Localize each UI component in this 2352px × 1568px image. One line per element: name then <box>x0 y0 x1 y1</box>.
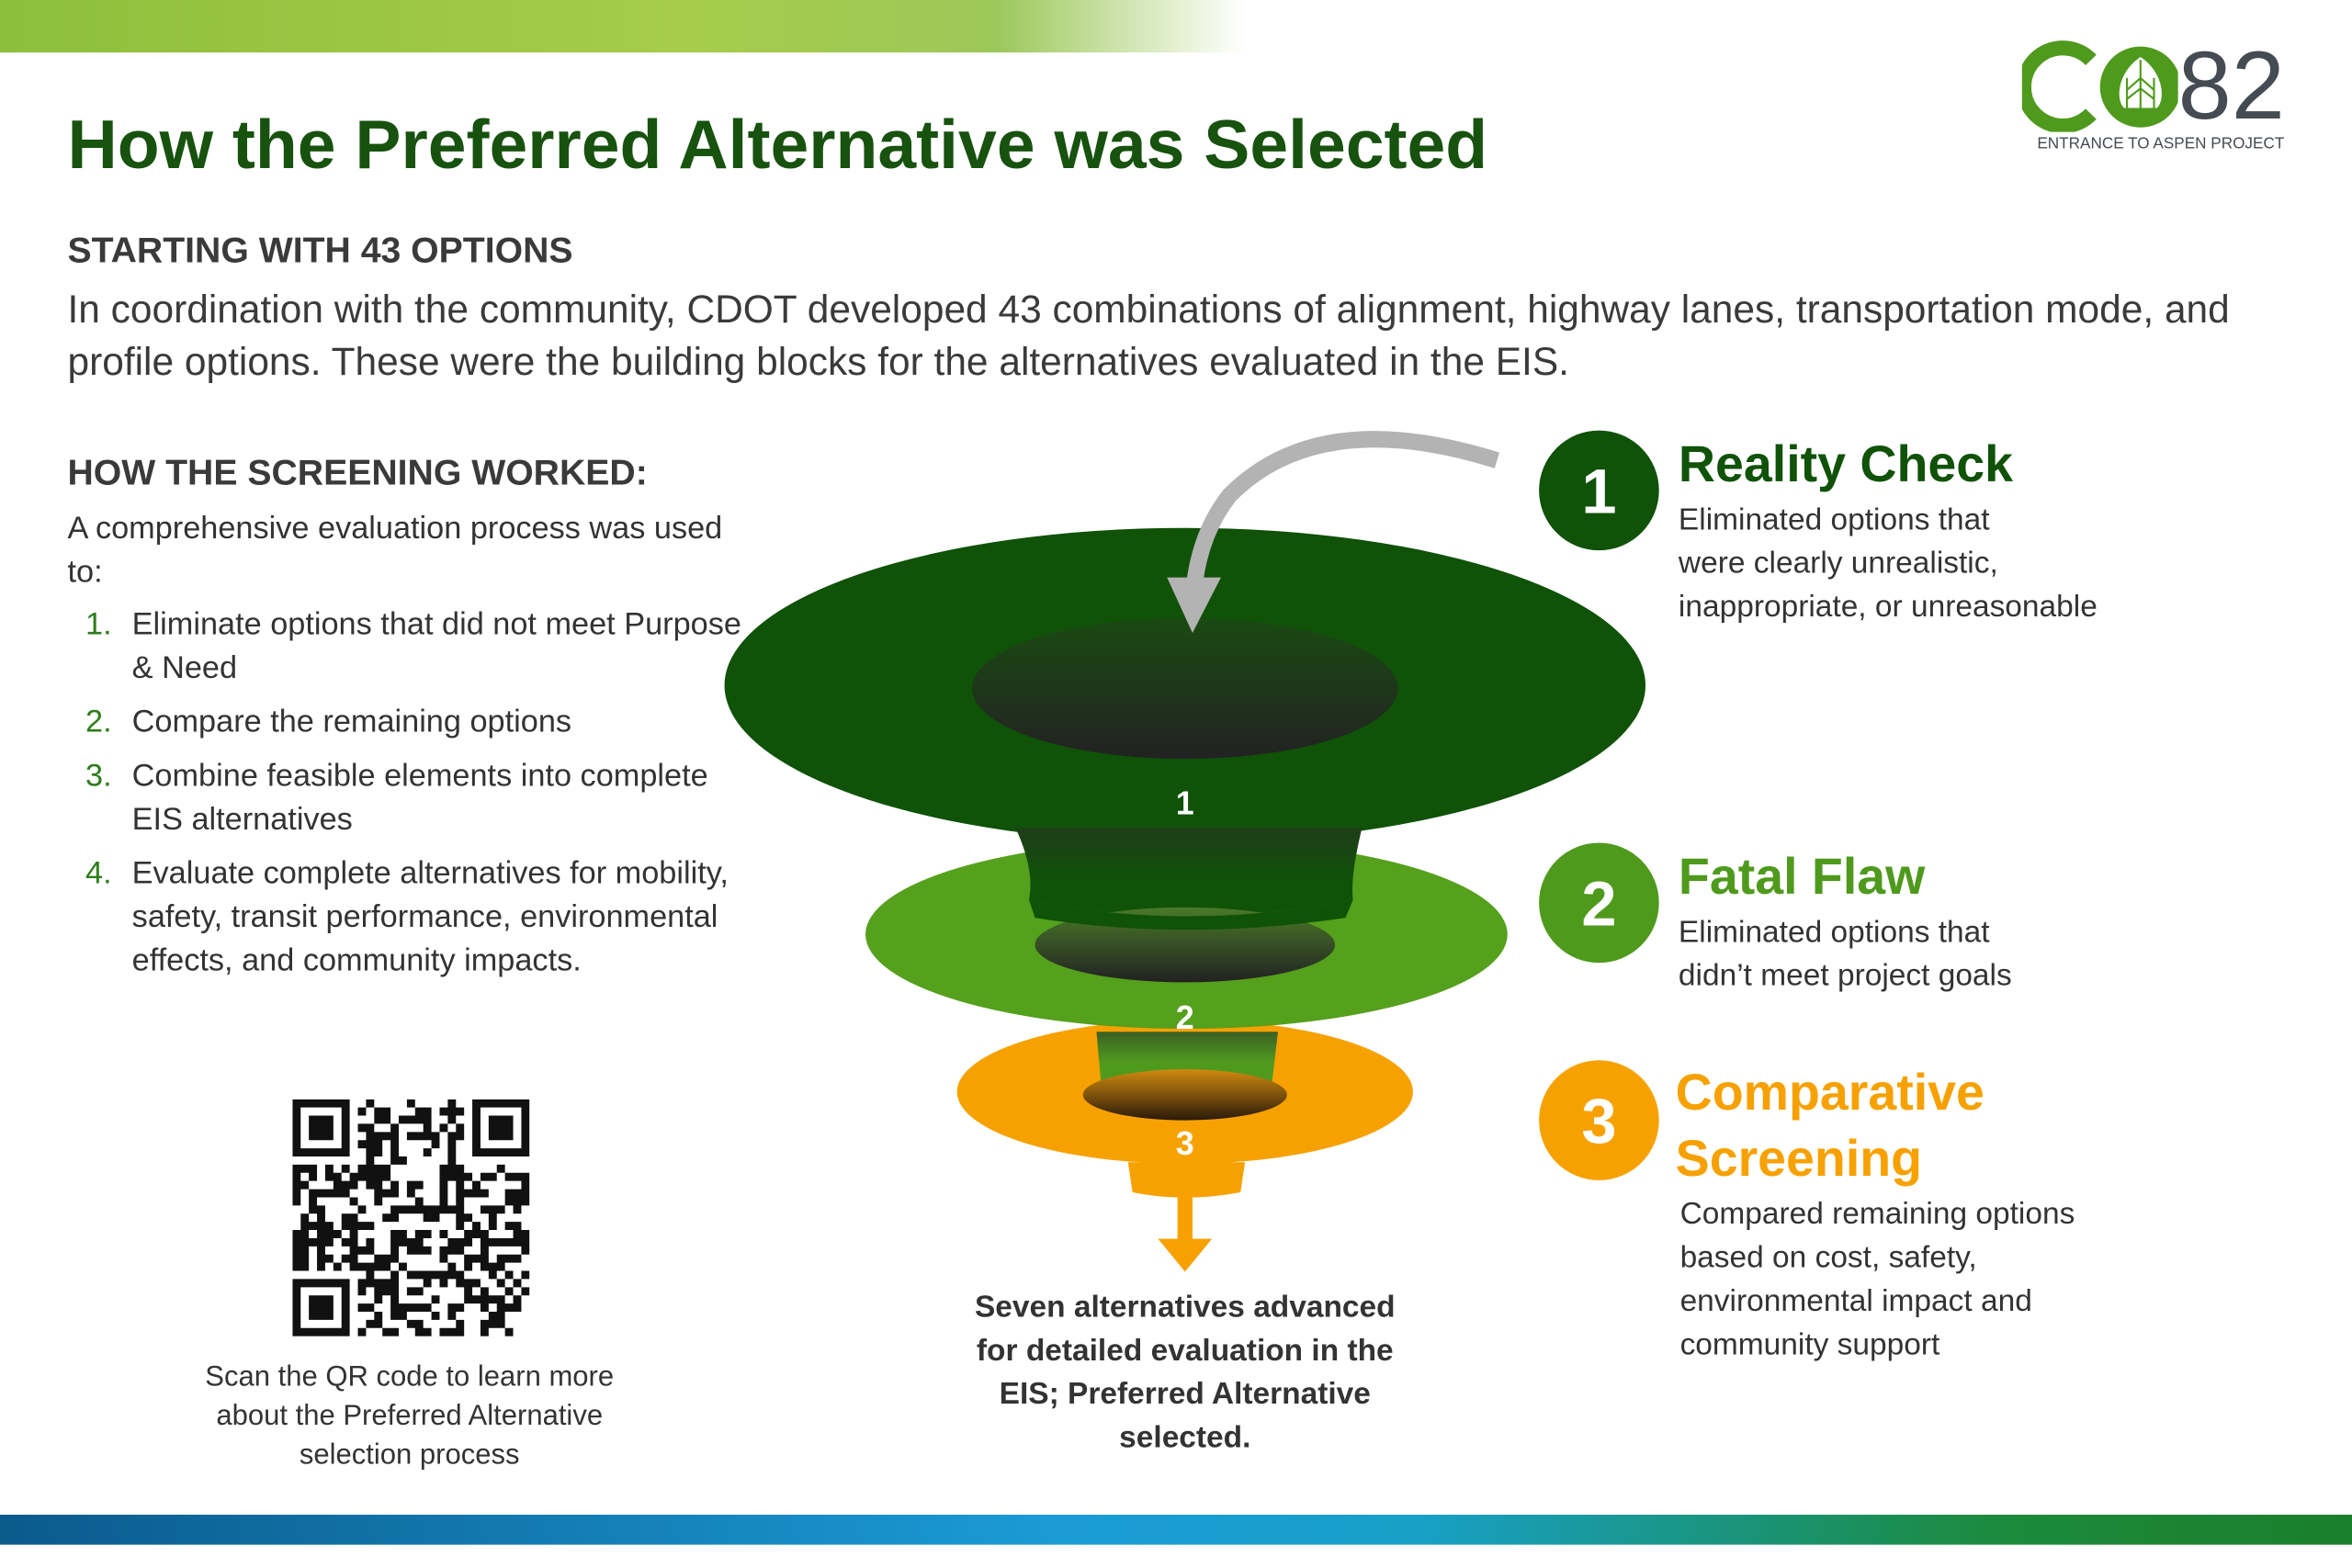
starting-heading: STARTING WITH 43 OPTIONS <box>67 231 573 272</box>
logo-subtitle: ENTRANCE TO ASPEN PROJECT <box>2037 134 2285 153</box>
down-arrow-icon <box>1158 1191 1213 1272</box>
step-3-number: 3 <box>1581 1086 1616 1156</box>
funnel-label-1: 1 <box>1176 784 1194 822</box>
list-text: Evaluate complete alternatives for mobil… <box>131 856 729 978</box>
step-desc-line: community support <box>1679 1326 1940 1362</box>
list-number: 1. <box>85 607 112 642</box>
step-1-title: Reality Check <box>1678 436 2014 494</box>
step-desc-line: Compared remaining options <box>1679 1196 2075 1232</box>
qr-code[interactable] <box>292 1099 530 1337</box>
funnel-stage-3-neck <box>1127 1162 1246 1198</box>
step-2-title: Fatal Flaw <box>1678 849 1926 907</box>
list-text: Combine feasible elements into complete … <box>131 759 708 838</box>
list-text: Compare the remaining options <box>131 705 572 739</box>
page-title: How the Preferred Alternative was Select… <box>67 105 1488 184</box>
list-number: 2. <box>85 705 112 739</box>
step-desc-line: environmental impact and <box>1679 1283 2032 1319</box>
step-1-number: 1 <box>1581 456 1616 526</box>
qr-modules <box>292 1099 530 1337</box>
starting-body: In coordination with the community, CDOT… <box>67 286 2230 384</box>
step-2-badge <box>1539 842 1659 964</box>
step-2-number: 2 <box>1581 868 1616 939</box>
logo-82: 82 <box>2177 31 2285 140</box>
step-desc-line: based on cost, safety, <box>1679 1240 1977 1275</box>
step-3-title: Screening <box>1675 1131 1923 1189</box>
list-item: 2. Compare the remaining options <box>67 700 757 743</box>
bottom-color-band <box>0 1514 2352 1545</box>
qr-caption: Scan the QR code to learn more about the… <box>205 1361 615 1472</box>
result-text: Seven alternatives advanced for detailed… <box>974 1290 1396 1455</box>
step-desc-line: inappropriate, or unreasonable <box>1678 589 2098 625</box>
list-text: Eliminate options that did not meet Purp… <box>131 607 741 686</box>
top-texture-band <box>0 0 1246 53</box>
step-3-badge <box>1539 1060 1659 1180</box>
screening-intro: A comprehensive evaluation process was u… <box>67 511 723 590</box>
step-desc-line: didn’t meet project goals <box>1678 958 2012 993</box>
screening-list: 1. Eliminate options that did not meet Pu… <box>67 603 757 992</box>
list-item: 1. Eliminate options that did not meet Pu… <box>67 603 757 690</box>
step-2: Fatal Flaw Eliminated options that didn’… <box>1679 844 2012 998</box>
list-item: 4. Evaluate complete alternatives for mob… <box>67 852 757 982</box>
step-1-badge <box>1539 430 1659 551</box>
list-number: 4. <box>85 856 112 891</box>
step-3: Comparative Screening Compared remaining… <box>1676 1060 2075 1366</box>
logo-co-mark <box>2021 40 2178 132</box>
curved-arrow-icon <box>1185 431 1500 590</box>
funnel-label-2: 2 <box>1176 998 1194 1036</box>
step-3-title: Comparative <box>1675 1065 1984 1122</box>
step-desc-line: Eliminated options that <box>1678 502 1990 537</box>
step-desc-line: were clearly unrealistic, <box>1678 546 1998 581</box>
list-item: 3. Combine feasible elements into complet… <box>67 754 757 841</box>
list-number: 3. <box>85 759 112 794</box>
co82-logo: 82 ENTRANCE TO ASPEN PROJECT <box>2021 31 2300 155</box>
step-1: Reality Check Eliminated options that we… <box>1679 432 2098 628</box>
funnel-label-3: 3 <box>1176 1124 1194 1162</box>
screening-heading: HOW THE SCREENING WORKED: <box>67 453 648 494</box>
step-desc-line: Eliminated options that <box>1678 914 1990 950</box>
